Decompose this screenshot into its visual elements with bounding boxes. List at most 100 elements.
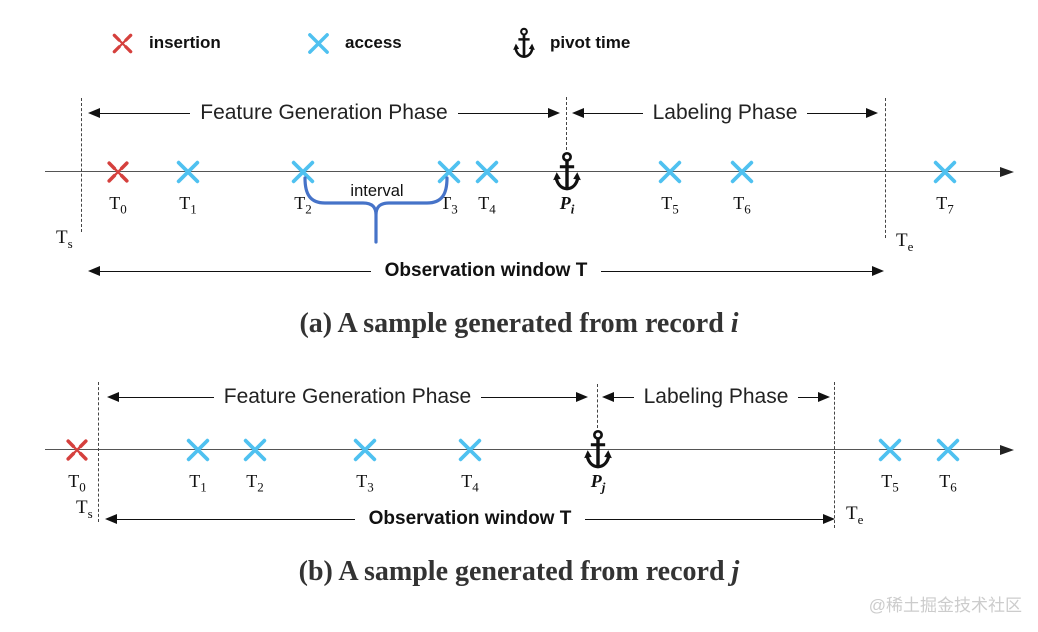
access-mark xyxy=(932,159,959,186)
pivot-anchor-icon xyxy=(552,151,583,193)
tick-label: T5 xyxy=(661,193,679,217)
caption-variable: j xyxy=(731,556,740,587)
tick-label: T0 xyxy=(68,471,86,495)
label-sub: e xyxy=(907,238,914,254)
tick-label: T6 xyxy=(939,471,957,495)
arrow-line xyxy=(100,112,191,114)
window-end-label-b: Te xyxy=(846,503,863,528)
arrowhead-left-icon xyxy=(107,392,119,402)
pivot-label: Pj xyxy=(590,471,606,495)
pivot-dash-a xyxy=(566,97,567,150)
anchor-icon xyxy=(512,27,536,60)
access-x-icon xyxy=(306,31,331,56)
watermark: @稀土掘金技术社区 xyxy=(868,596,1022,615)
tick-label: T4 xyxy=(461,471,479,495)
pivot-dash-b xyxy=(597,384,598,428)
tick-label: T2 xyxy=(294,193,312,217)
labeling-phase-arrow-b: Labeling Phase xyxy=(602,385,831,409)
arrowhead-left-icon xyxy=(572,108,584,118)
arrow-line xyxy=(601,270,872,272)
arrow-line xyxy=(117,518,355,520)
arrow-line xyxy=(798,396,819,398)
arrow-line xyxy=(457,112,548,114)
interval-label: interval xyxy=(350,182,404,200)
access-mark xyxy=(657,159,684,186)
label-sub: s xyxy=(87,505,93,521)
timeline-arrowhead-a xyxy=(1000,166,1014,177)
access-mark xyxy=(729,159,756,186)
arrowhead-right-icon xyxy=(872,266,884,276)
pivot-anchor-icon xyxy=(583,429,614,471)
caption-text: (b) A sample generated from record xyxy=(298,556,732,587)
arrowhead-left-icon xyxy=(88,266,100,276)
arrowhead-left-icon xyxy=(602,392,614,402)
tick-label: T7 xyxy=(936,193,954,217)
tick-label: T0 xyxy=(109,193,127,217)
access-mark xyxy=(175,159,202,186)
access-mark xyxy=(352,437,379,464)
caption-variable: i xyxy=(730,308,739,339)
arrowhead-left-icon xyxy=(105,514,117,524)
observation-window-arrow-a: Observation window T xyxy=(88,259,884,283)
access-mark xyxy=(457,437,484,464)
caption-a: (a) A sample generated from record i xyxy=(0,308,1038,340)
window-end-label-a: Te xyxy=(896,230,913,255)
window-end-dash-b xyxy=(834,382,835,528)
legend-item-insertion: insertion xyxy=(110,26,221,60)
observation-window-label-b: Observation window T xyxy=(368,508,572,529)
interval-brace xyxy=(303,176,449,244)
tick-label: T3 xyxy=(440,193,458,217)
insertion-mark xyxy=(105,159,132,186)
arrowhead-right-icon xyxy=(818,392,831,402)
window-start-label-a: Ts xyxy=(56,227,73,252)
access-mark xyxy=(436,159,463,186)
window-start-dash-b xyxy=(98,382,99,522)
label-text: T xyxy=(896,230,908,251)
caption-b: (b) A sample generated from record j xyxy=(0,556,1038,588)
legend-item-access: access xyxy=(306,26,402,60)
arrow-line xyxy=(584,112,643,114)
label-text: T xyxy=(846,503,858,524)
access-mark xyxy=(877,437,904,464)
feature-phase-arrow-b: Feature Generation Phase xyxy=(107,385,588,409)
tick-label: T6 xyxy=(733,193,751,217)
tick-label: T3 xyxy=(356,471,374,495)
access-mark xyxy=(242,437,269,464)
arrow-line xyxy=(481,396,576,398)
legend-label-insertion: insertion xyxy=(149,33,221,52)
access-mark xyxy=(935,437,962,464)
arrowhead-right-icon xyxy=(866,108,879,118)
label-text: T xyxy=(76,497,88,518)
pivot-label: Pi xyxy=(559,193,575,217)
timeline-b xyxy=(45,449,1003,450)
feature-phase-label-b: Feature Generation Phase xyxy=(223,385,472,408)
label-text: T xyxy=(56,227,68,248)
observation-window-label-a: Observation window T xyxy=(384,260,588,281)
tick-label: T1 xyxy=(179,193,197,217)
timeline-a xyxy=(45,171,1003,172)
window-start-label-b: Ts xyxy=(76,497,93,522)
arrow-line xyxy=(100,270,371,272)
tick-label: T4 xyxy=(478,193,496,217)
tick-label: T2 xyxy=(246,471,264,495)
feature-phase-label-a: Feature Generation Phase xyxy=(200,101,448,124)
labeling-phase-arrow-a: Labeling Phase xyxy=(572,101,879,125)
legend-label-access: access xyxy=(345,33,402,52)
labeling-phase-label-b: Labeling Phase xyxy=(643,385,789,408)
arrowhead-left-icon xyxy=(88,108,100,118)
legend-item-pivot: pivot time xyxy=(512,26,630,60)
arrowhead-right-icon xyxy=(823,514,835,524)
arrowhead-right-icon xyxy=(576,392,588,402)
arrow-line xyxy=(119,396,214,398)
access-mark xyxy=(185,437,212,464)
window-start-dash-a xyxy=(81,98,82,232)
access-mark xyxy=(290,159,317,186)
arrow-line xyxy=(807,112,867,114)
arrowhead-right-icon xyxy=(548,108,560,118)
arrow-line xyxy=(585,518,823,520)
label-sub: s xyxy=(67,235,73,251)
insertion-x-icon xyxy=(110,31,135,56)
timeline-arrowhead-b xyxy=(1000,444,1014,455)
observation-window-arrow-b: Observation window T xyxy=(105,507,835,531)
